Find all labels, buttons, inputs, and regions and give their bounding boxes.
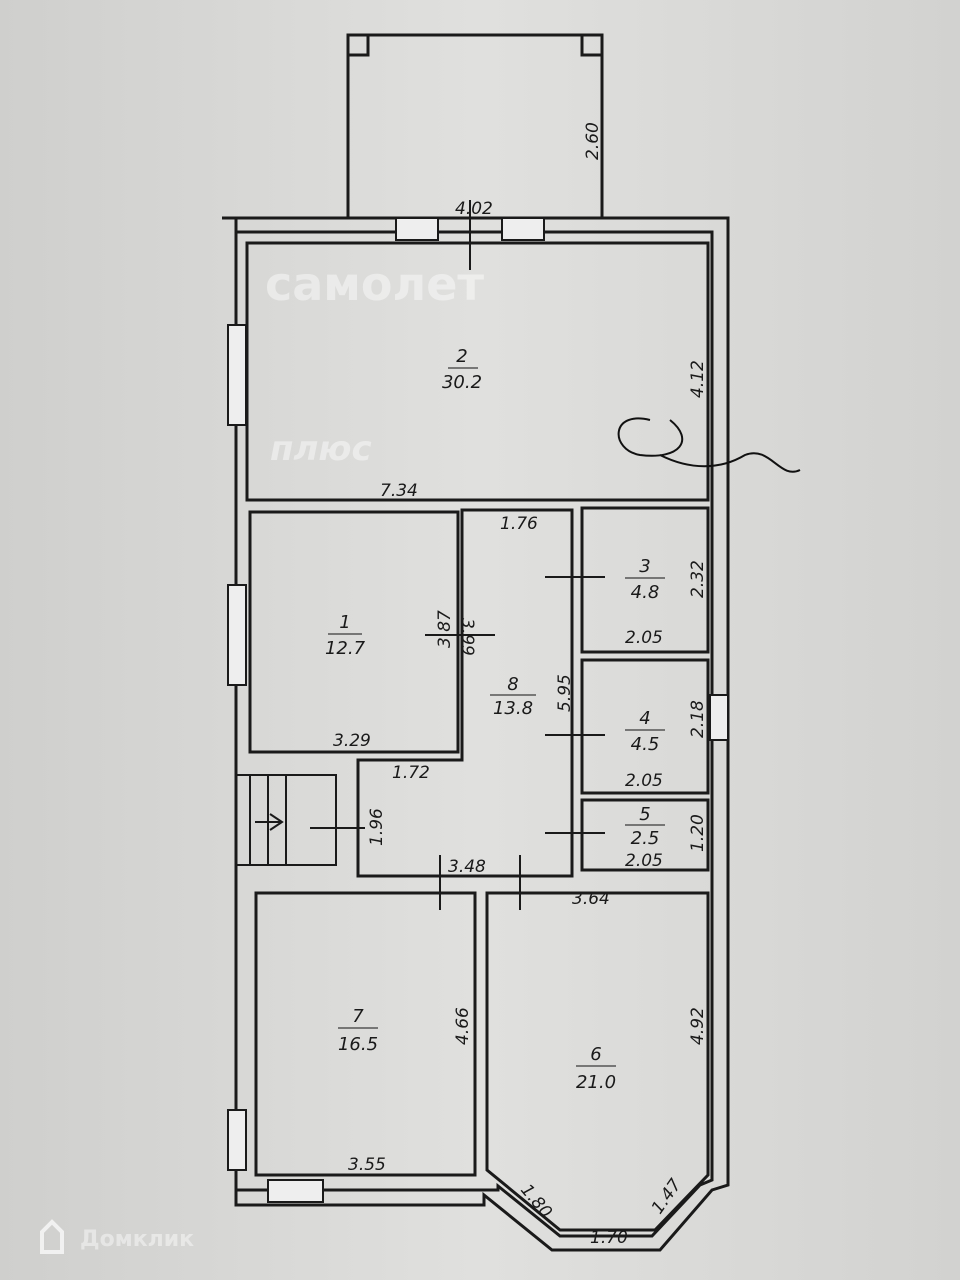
dimension: 1.76 xyxy=(500,514,538,534)
watermark-samolet: самолет xyxy=(265,257,484,311)
dimension: 1.47 xyxy=(648,1175,686,1218)
room-number: 4 xyxy=(639,708,650,729)
room-number: 3 xyxy=(639,556,650,577)
inner-wall xyxy=(236,230,714,1238)
room-area: 13.8 xyxy=(493,698,533,719)
domclick-house-icon xyxy=(40,1219,64,1254)
room-6 xyxy=(485,891,710,1232)
terrace-post xyxy=(346,33,370,57)
dimension: 7.34 xyxy=(380,481,418,501)
dimension: 4.92 xyxy=(688,1007,708,1045)
room-3 xyxy=(580,506,710,654)
room-8 xyxy=(356,508,574,878)
room-5 xyxy=(580,798,710,872)
dimension: 1.96 xyxy=(367,808,387,846)
dimension: 3.87 xyxy=(435,610,455,648)
dimension: 5.95 xyxy=(555,674,575,712)
handwritten-mark xyxy=(617,417,801,473)
room-area: 16.5 xyxy=(338,1034,378,1055)
windows xyxy=(227,217,729,1203)
dimension: 2.05 xyxy=(625,851,663,871)
room-area: 30.2 xyxy=(442,372,482,393)
dimension: 1.80 xyxy=(516,1180,556,1222)
door-marks xyxy=(425,200,605,910)
dimension: 3.48 xyxy=(448,857,486,877)
dimension: 4.02 xyxy=(455,199,493,219)
dimension: 4.66 xyxy=(453,1007,473,1045)
room-area: 4.5 xyxy=(631,734,660,755)
watermark-plus: плюс xyxy=(270,429,372,469)
stairs xyxy=(235,774,365,866)
room-4 xyxy=(580,658,710,795)
room-area: 4.8 xyxy=(631,582,660,603)
dimension: 2.05 xyxy=(625,771,663,791)
dimension: 2.18 xyxy=(688,700,708,738)
domclick-logo: Домклик xyxy=(40,1219,194,1254)
dimension: 3.29 xyxy=(333,731,371,751)
dimension: 1.20 xyxy=(688,814,708,852)
dimension: 4.12 xyxy=(688,360,708,398)
room-7 xyxy=(254,891,477,1177)
room-area: 21.0 xyxy=(576,1072,616,1093)
dimension: 2.60 xyxy=(583,122,603,160)
room-2 xyxy=(245,241,710,502)
terrace-post xyxy=(580,33,604,57)
room-number: 1 xyxy=(339,612,350,633)
room-area: 2.5 xyxy=(631,828,660,849)
room-area: 12.7 xyxy=(325,638,366,659)
dimension: 3.64 xyxy=(572,889,610,909)
room-number: 5 xyxy=(639,804,650,825)
room-number: 8 xyxy=(507,674,518,695)
room-labels: 2 30.2 1 12.7 8 13.8 3 4.8 4 4.5 5 2.5 7 16.5 6… xyxy=(325,346,665,1093)
watermark-domclick: Домклик xyxy=(80,1227,194,1252)
dimension: 2.05 xyxy=(625,628,663,648)
room-number: 2 xyxy=(456,346,467,367)
room-number: 7 xyxy=(352,1006,364,1027)
dimension: 3.99 xyxy=(457,618,477,656)
room-number: 6 xyxy=(590,1044,601,1065)
dimension: 1.72 xyxy=(392,763,430,783)
dimension: 2.32 xyxy=(688,560,708,598)
terrace xyxy=(346,33,604,220)
dimension: 1.70 xyxy=(590,1228,628,1248)
room-1 xyxy=(248,510,460,754)
dimension: 3.55 xyxy=(348,1155,386,1175)
